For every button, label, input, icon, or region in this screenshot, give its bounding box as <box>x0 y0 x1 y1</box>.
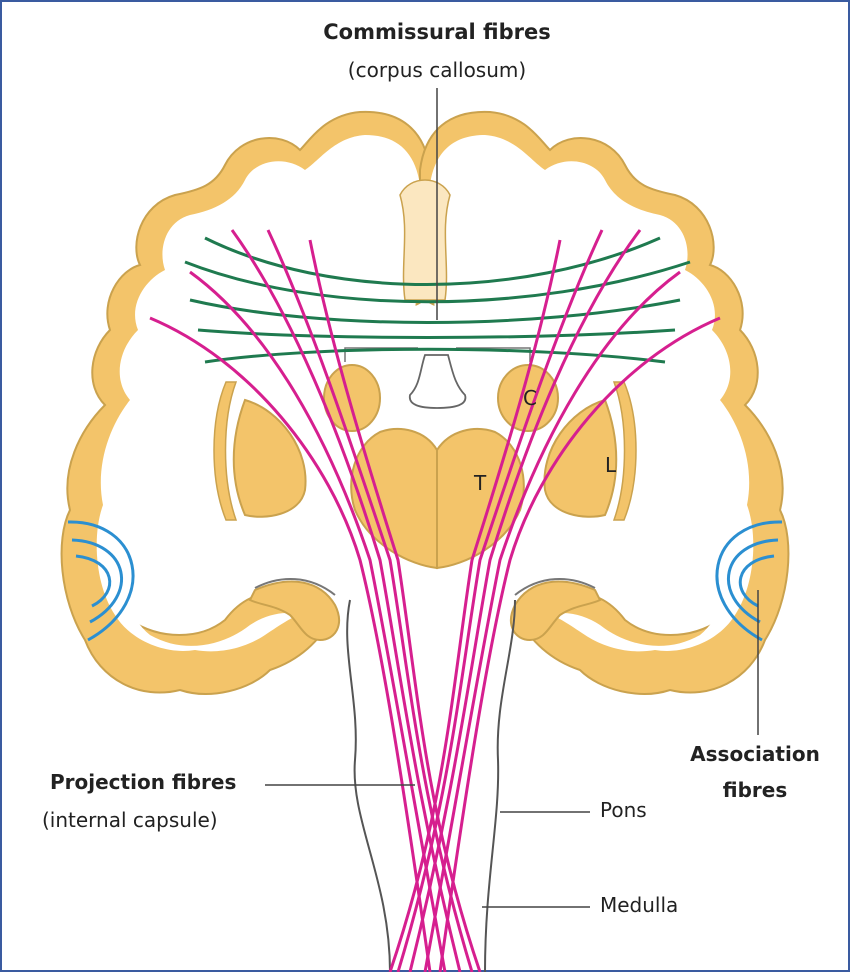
right-lentiform-nucleus <box>543 398 618 518</box>
commissural-fibre <box>204 347 666 364</box>
right-insula <box>612 381 637 521</box>
projection-fibres <box>149 229 721 972</box>
association-label-line2: fibres <box>722 778 788 802</box>
projection-fibre <box>396 229 604 972</box>
left-insula <box>213 381 238 521</box>
projection-fibre <box>230 229 462 972</box>
right-caudate-nucleus <box>497 364 559 432</box>
temporal-lobes <box>248 578 602 642</box>
commissural-fibre <box>184 260 691 304</box>
cerebral-cortex <box>60 110 790 695</box>
association-fibre-right <box>727 538 779 624</box>
commissural-fibre <box>189 298 681 324</box>
right-temporal-fold <box>510 580 602 642</box>
projection-fibre <box>438 316 721 972</box>
brainstem-outline-right <box>484 599 516 972</box>
medulla-label: Medulla <box>600 893 679 917</box>
association-label-line1: Association <box>690 742 820 766</box>
brainstem-outline-left <box>346 599 391 972</box>
projection-fibre <box>388 239 562 972</box>
projection-title: Projection fibres <box>50 770 237 794</box>
caudate-letter: C <box>523 386 537 410</box>
projection-subtitle: (internal capsule) <box>42 808 218 832</box>
left-ventricle-horn <box>254 578 336 596</box>
thalamus-letter: T <box>473 471 487 495</box>
projection-fibre <box>408 229 642 972</box>
association-fibre-right <box>715 520 783 642</box>
medial-cortex-fold <box>399 179 451 301</box>
septum-right <box>456 347 531 362</box>
association-fibre-left <box>75 554 112 608</box>
leader-lines <box>265 88 759 908</box>
commissural-subtitle: (corpus callosum) <box>347 58 527 82</box>
lentiform-letter: L <box>605 453 617 477</box>
left-white-matter <box>96 135 420 652</box>
insula <box>213 381 637 521</box>
association-fibre-right <box>738 554 775 608</box>
commissural-fibre <box>197 328 676 339</box>
projection-fibre <box>149 316 432 972</box>
projection-fibre <box>423 270 681 972</box>
right-ventricle-horn <box>514 578 596 596</box>
left-temporal-fold <box>248 580 340 642</box>
commissural-title: Commissural fibres <box>323 20 551 44</box>
commissural-fibre <box>204 236 661 286</box>
left-caudate-nucleus <box>323 364 381 432</box>
right-white-matter <box>430 135 754 652</box>
association-fibre-left <box>71 538 123 624</box>
pons-label: Pons <box>600 798 647 822</box>
association-fibres <box>67 520 783 642</box>
projection-fibre <box>189 270 447 972</box>
left-lentiform-nucleus <box>232 398 307 518</box>
third-ventricle <box>408 354 467 409</box>
association-fibre-left <box>67 520 135 642</box>
